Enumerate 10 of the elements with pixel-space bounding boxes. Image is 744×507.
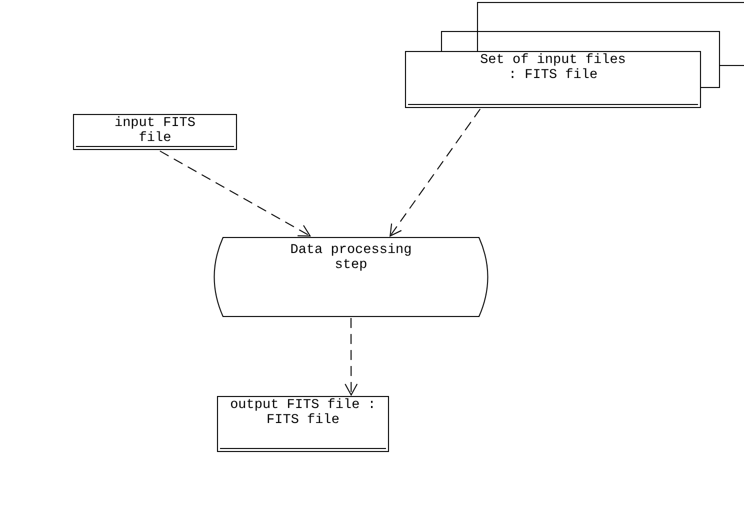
- object-label: Set of input files : FITS file: [479, 53, 627, 83]
- dashed-arrow: [344, 318, 358, 396]
- step-label: Data processing step: [289, 243, 413, 273]
- object-box: [73, 114, 237, 150]
- object-box: [217, 396, 389, 452]
- dashed-arrow: [390, 108, 481, 236]
- object-label: input FITS file: [113, 116, 196, 146]
- dashed-arrow: [159, 150, 311, 236]
- object-label: output FITS file : FITS file: [229, 398, 377, 428]
- object-box: [405, 51, 701, 108]
